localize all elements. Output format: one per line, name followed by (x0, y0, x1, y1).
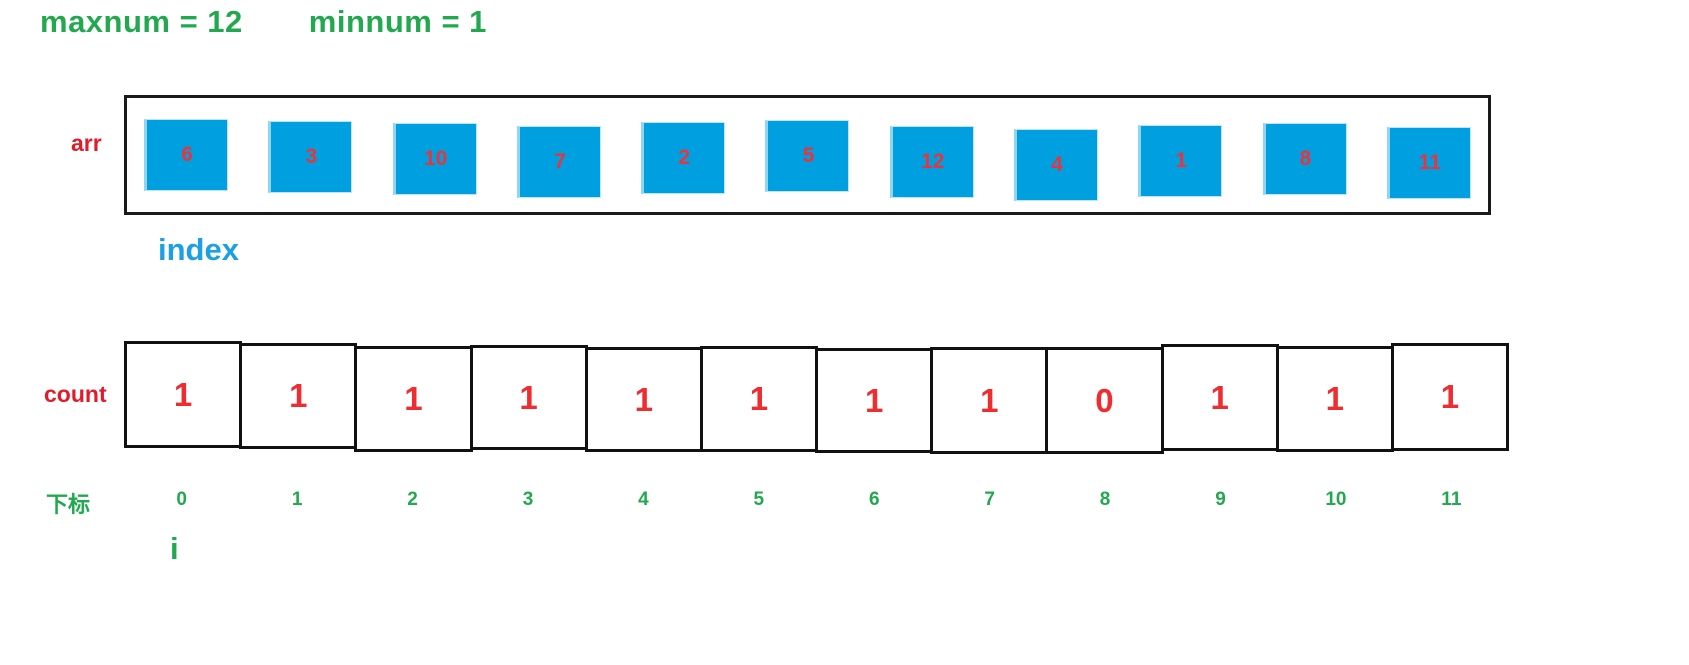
subscript-index: 8 (1099, 489, 1111, 510)
subscript-label: 下标 (46, 492, 91, 517)
arr-cell[interactable]: 6 (124, 95, 248, 215)
subscript-index: 6 (868, 489, 880, 510)
header-formula-row: maxnum = 12 minnum = 1 (40, 4, 487, 40)
count-cell[interactable]: 1 (239, 343, 358, 449)
arr-cell[interactable]: 1 (1118, 95, 1242, 215)
count-cell[interactable]: 0 (1045, 347, 1164, 454)
subscript-index: 11 (1441, 489, 1462, 510)
arr-cell[interactable]: 2 (621, 95, 745, 215)
count-cell[interactable]: 1 (1390, 343, 1510, 451)
count-label: count (44, 381, 107, 407)
arr-cell-list: 6 3 10 7 2 5 12 4 1 8 11 (124, 95, 1491, 215)
arr-value: 8 (1262, 123, 1347, 195)
arr-value: 10 (392, 123, 477, 195)
subscript-index: 1 (291, 489, 303, 510)
count-cell[interactable]: 1 (354, 346, 473, 452)
arr-value: 2 (641, 122, 726, 194)
count-cell[interactable]: 1 (1275, 346, 1394, 452)
subscript-index: 9 (1215, 489, 1226, 510)
arr-value: 4 (1013, 129, 1098, 201)
subscript-index: 5 (753, 489, 765, 510)
subscript-index-list: 0 1 2 3 4 5 6 7 8 9 10 11 (124, 489, 1509, 511)
subscript-index: 3 (522, 489, 534, 510)
count-cell[interactable]: 1 (699, 346, 819, 452)
minnum-label: minnum = 1 (308, 4, 487, 39)
subscript-index: 0 (176, 489, 187, 510)
maxnum-label: maxnum = 12 (40, 4, 243, 39)
index-pointer-label: index (158, 232, 239, 267)
arr-value: 7 (516, 126, 601, 198)
subscript-index: 10 (1325, 489, 1347, 510)
arr-cell[interactable]: 3 (248, 95, 372, 215)
arr-cell[interactable]: 8 (1242, 95, 1366, 215)
count-cell[interactable]: 1 (469, 345, 588, 450)
arr-cell[interactable]: 12 (870, 95, 994, 215)
arr-value: 11 (1386, 127, 1471, 199)
arr-value: 5 (765, 120, 850, 192)
i-pointer-label: i (170, 531, 179, 566)
arr-value: 6 (144, 119, 229, 191)
subscript-index: 2 (407, 489, 418, 510)
subscript-index: 4 (638, 489, 649, 510)
count-cell[interactable]: 1 (815, 348, 934, 453)
arr-label: arr (71, 130, 102, 156)
subscript-index: 7 (984, 489, 995, 510)
arr-value: 3 (268, 121, 353, 193)
arr-cell[interactable]: 4 (994, 95, 1118, 215)
arr-value: 1 (1138, 125, 1223, 197)
count-cell[interactable]: 1 (1160, 344, 1279, 451)
count-cell[interactable]: 1 (584, 347, 703, 452)
arr-cell[interactable]: 5 (745, 95, 869, 215)
arr-cell[interactable]: 10 (373, 95, 497, 215)
count-cell[interactable]: 1 (124, 341, 243, 448)
arr-cell[interactable]: 7 (497, 95, 621, 215)
count-cell-list: 1 1 1 1 1 1 1 1 0 1 1 1 (124, 341, 1510, 454)
arr-cell[interactable]: 11 (1367, 95, 1491, 215)
count-cell[interactable]: 1 (930, 347, 1049, 454)
arr-value: 12 (889, 126, 974, 198)
